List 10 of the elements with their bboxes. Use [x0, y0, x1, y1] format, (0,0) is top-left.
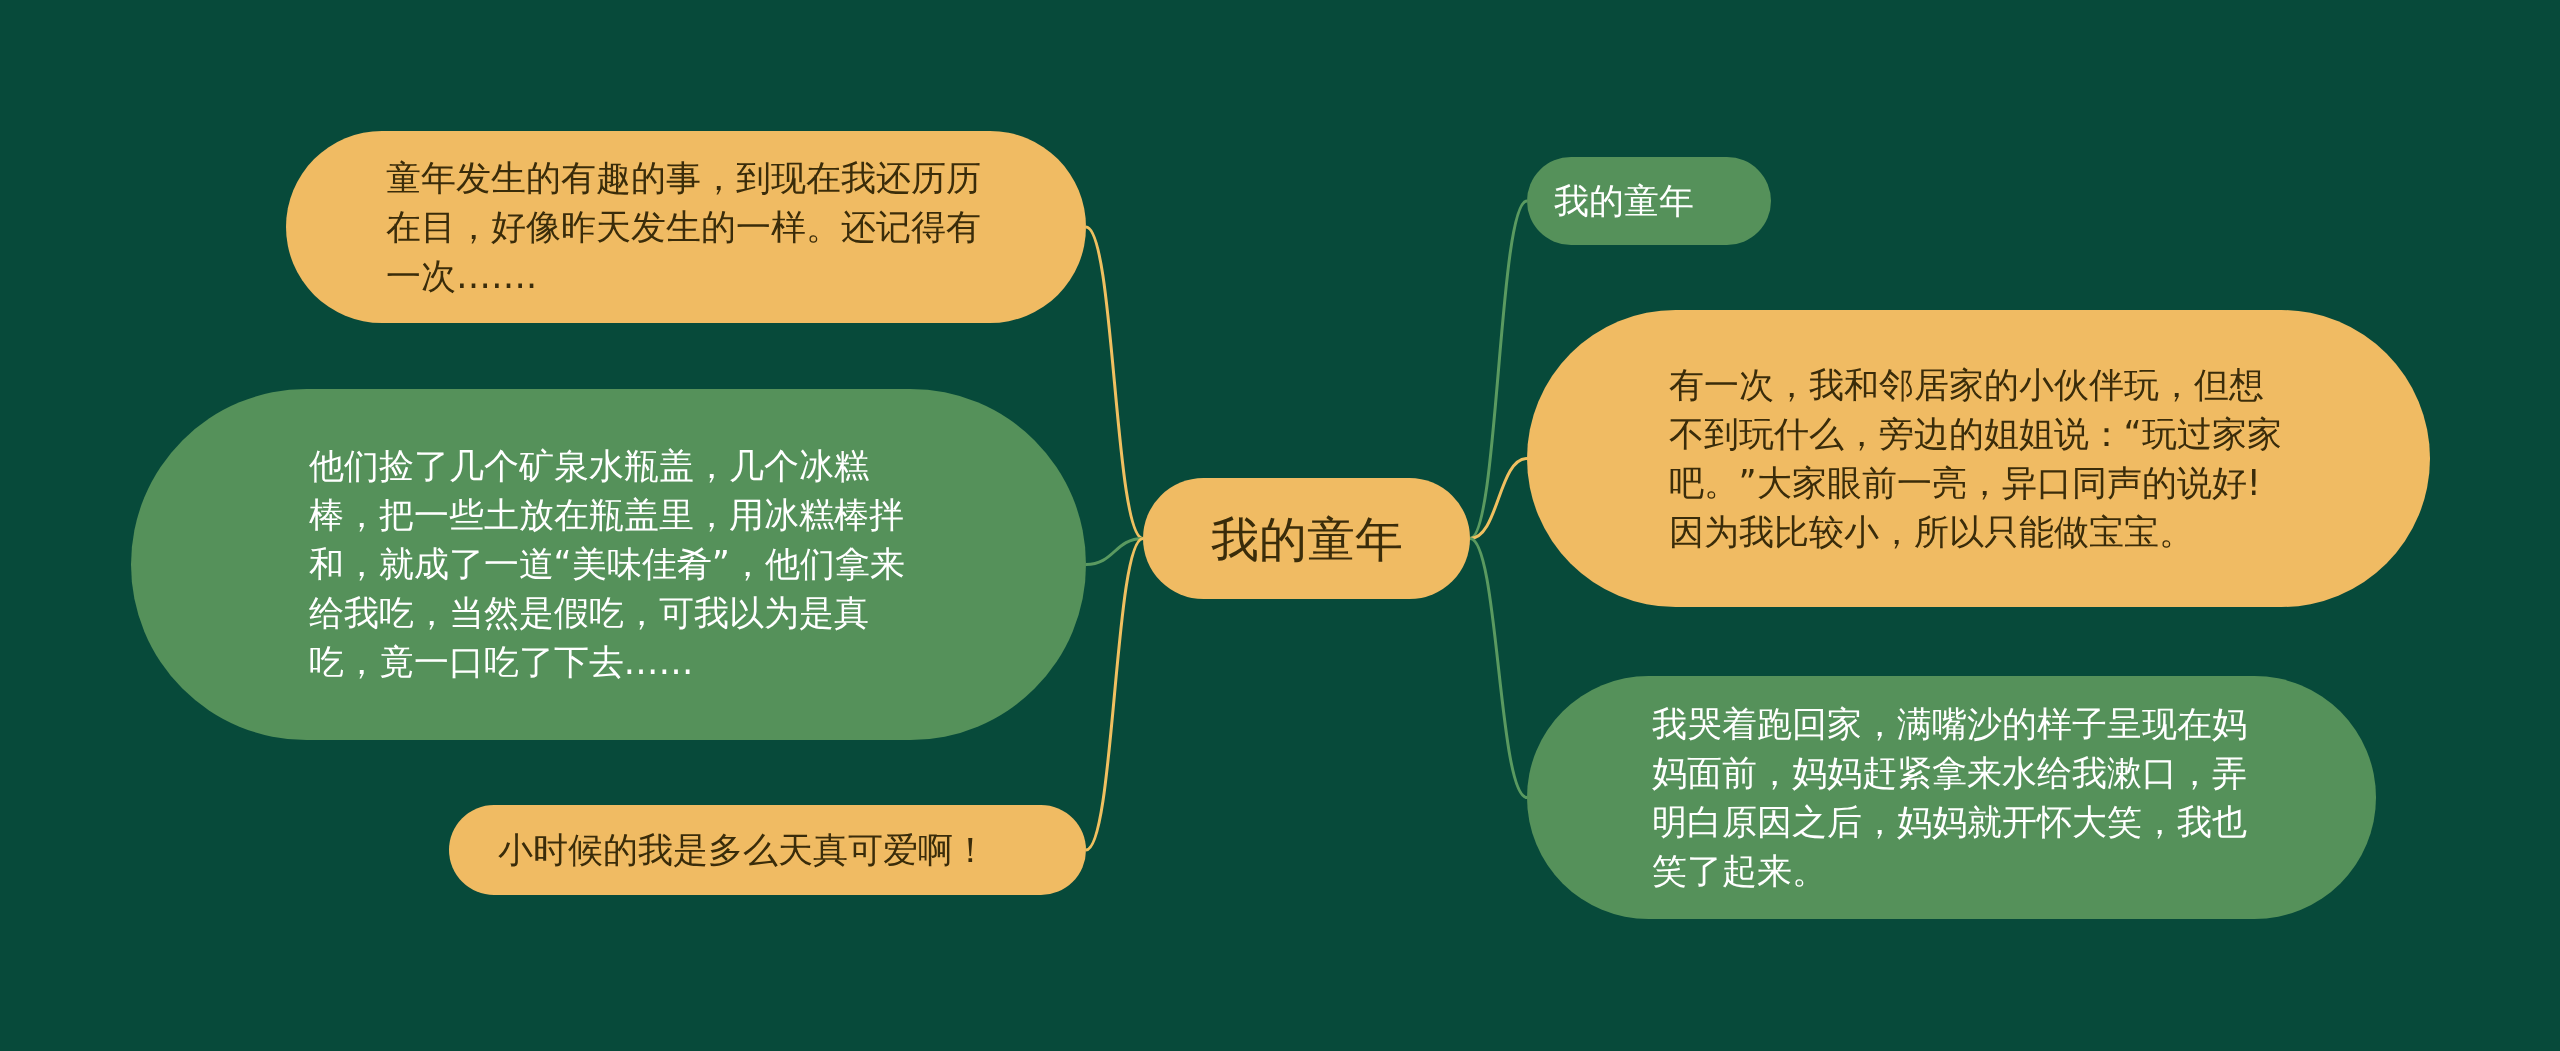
topic-text: 童年发生的有趣的事，到现在我还历历在目，好像昨天发生的一样。还记得有一次……. [386, 156, 982, 298]
connector-line [1469, 537, 1528, 799]
topic-text: 有一次，我和邻居家的小伙伴玩，但想不到玩什么，旁边的姐姐说：“玩过家家吧。”大家眼前一亮，异口同声的说好!因为我比较小，所以只能做宝宝。 [1668, 363, 2283, 554]
topic-text: 我哭着跑回家，满嘴沙的样子呈现在妈妈面前，妈妈赶紧拿来水给我漱口，弄明白原因之后，妈妈就开怀大笑，我也笑了起来。 [1651, 702, 2248, 893]
connector-line [1469, 457, 1528, 540]
connector-line [1085, 537, 1144, 566]
topic-text: 我的童年 [1554, 179, 1695, 223]
topic-text: 我的童年 [1209, 509, 1404, 569]
topic-text: 他们捡了几个矿泉水瓶盖，几个冰糕棒，把一些土放在瓶盖里，用冰糕棒拌和，就成了一道“美味佳肴”，他们拿来给我吃，当然是假吃，可我以为是真吃，竟一口吃了下去…… [308, 445, 906, 684]
topic-text: 小时候的我是多么天真可爱啊！ [497, 828, 989, 872]
